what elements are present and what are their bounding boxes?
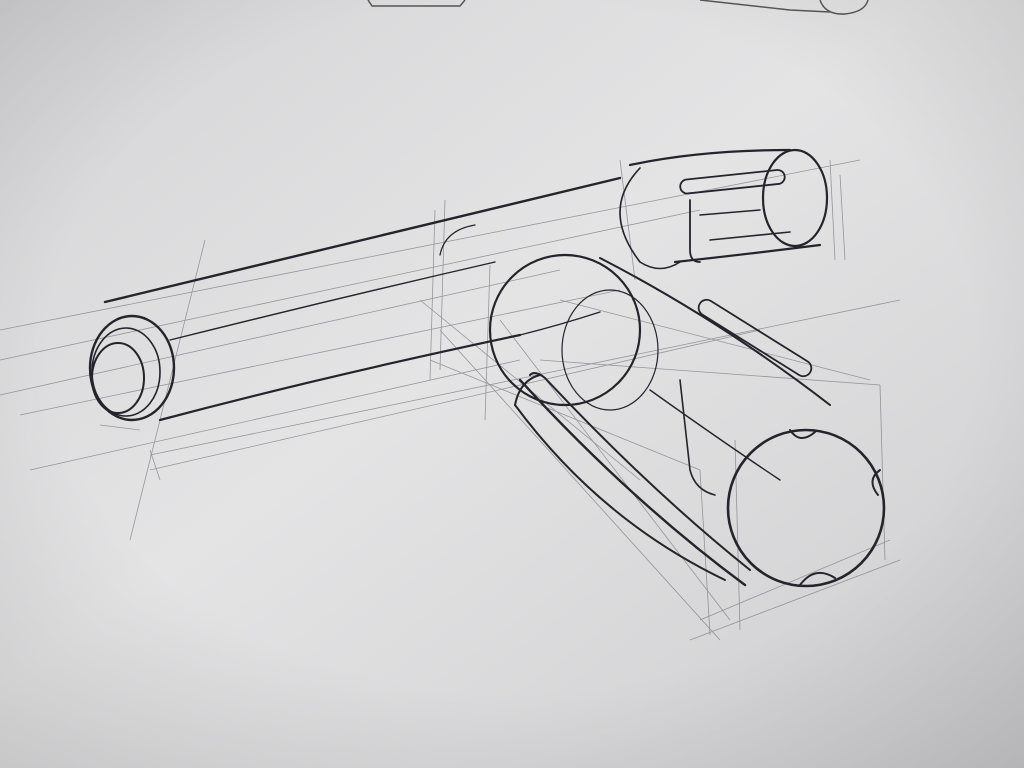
rear-slotted-cylinder bbox=[619, 148, 829, 270]
long-tube bbox=[88, 176, 622, 422]
top-partial-sketch bbox=[367, 0, 869, 15]
front-cylinder bbox=[488, 253, 886, 588]
construction-lines bbox=[0, 159, 901, 641]
